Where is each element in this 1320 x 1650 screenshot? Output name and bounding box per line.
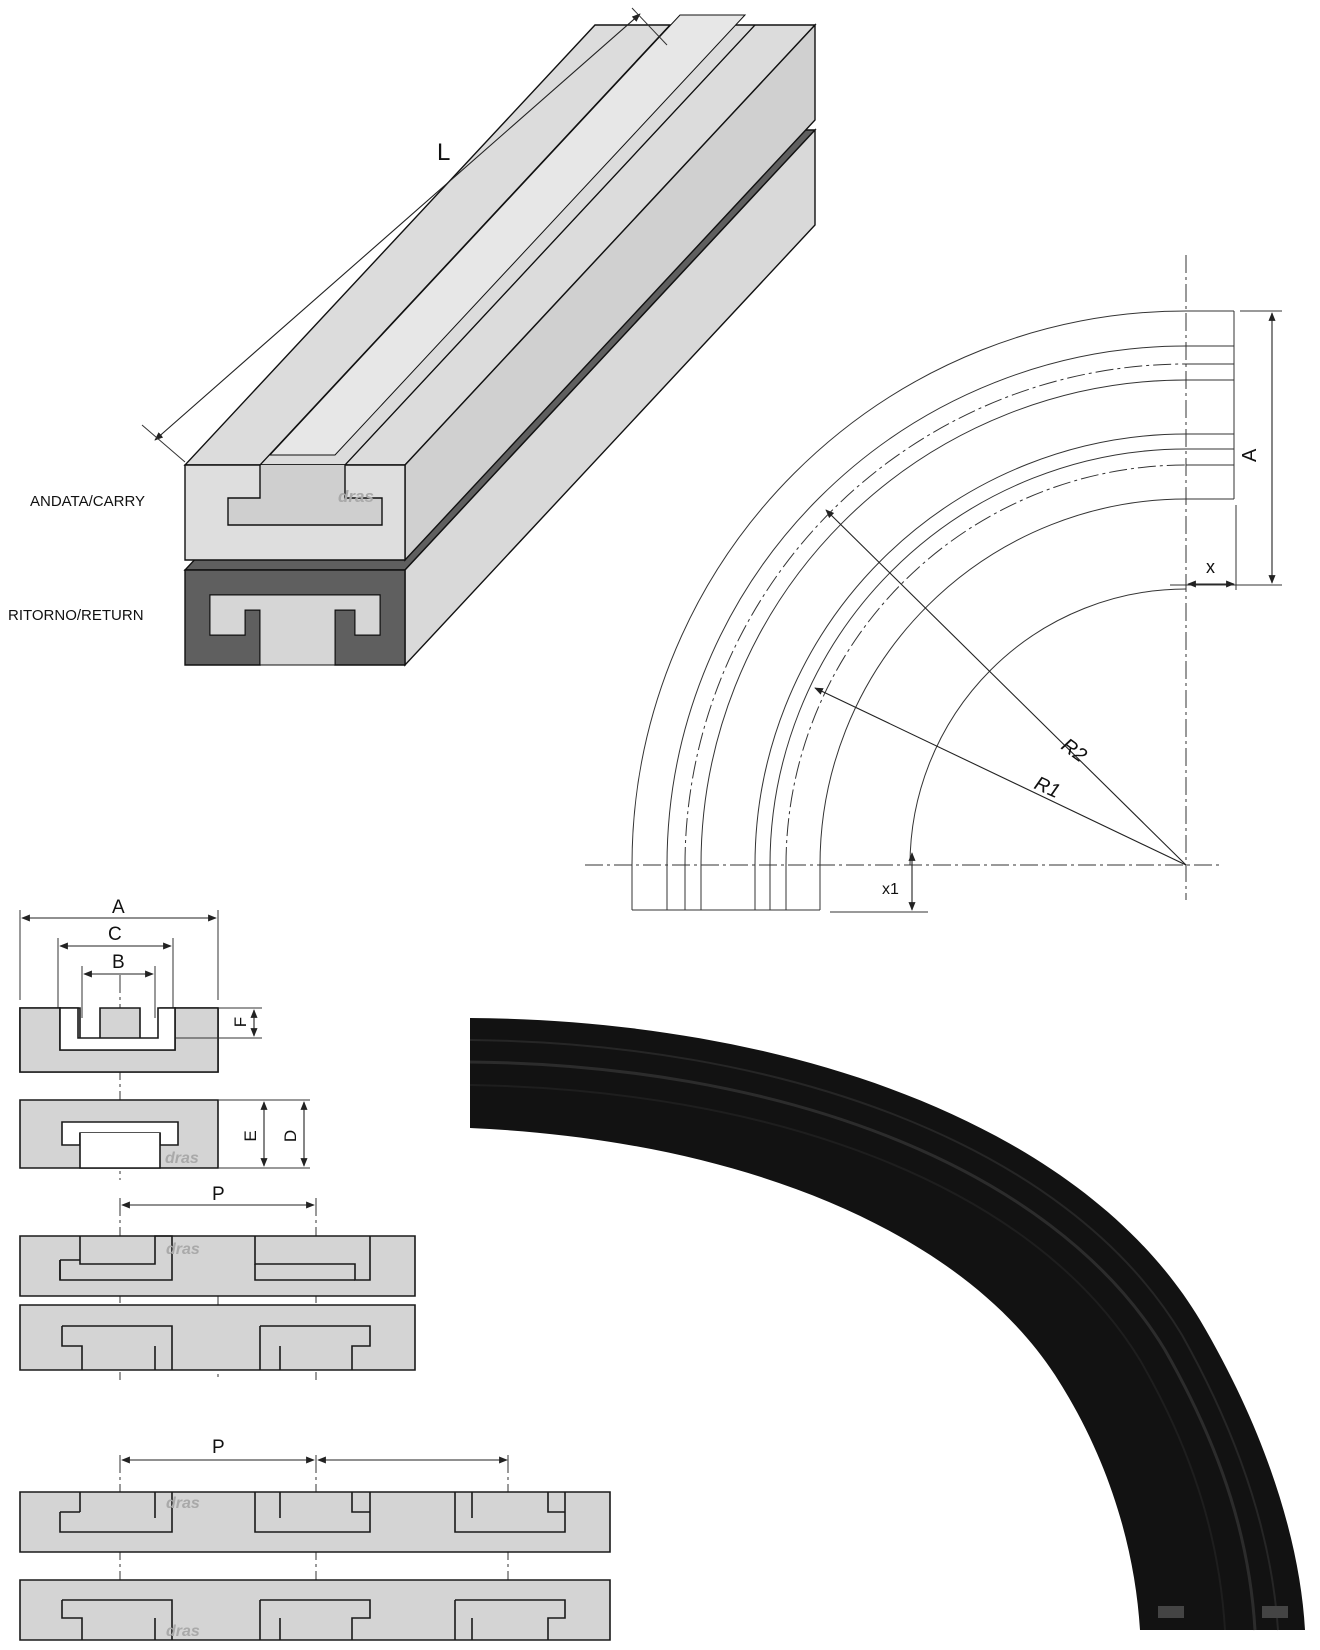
double-return-section [19,1304,416,1371]
a-dimension-label: A [1239,448,1261,462]
r1-label: R1 [1031,772,1063,803]
section-b-label: B [112,952,125,973]
brand-logo-triple-return: dras [166,1623,200,1640]
double-carry-section [19,1235,416,1297]
x-dimension-label: x [1206,557,1215,577]
brand-logo-carry: dras [338,487,374,506]
brand-logo-return: dras [165,1150,199,1167]
curved-guide-body [470,1018,1305,1630]
brand-logo-triple-carry: dras [166,1495,200,1512]
carry-label: ANDATA/CARRY [30,493,145,510]
curved-guide-photo [469,1018,1305,1631]
triple-return-section [19,1579,611,1641]
r2-label: R2 [1057,734,1091,767]
section-c-label: C [108,924,122,945]
section-d-label: D [281,1130,300,1142]
section-e-label: E [241,1130,260,1141]
return-label: RITORNO/RETURN [8,607,144,624]
pitch-label-double: P [212,1184,225,1205]
section-a-label: A [112,897,125,918]
triple-carry-section [19,1491,611,1553]
curve-plan-view: R2 R1 A x x1 [585,255,1282,913]
length-label: L [437,139,450,166]
x1-dimension-label: x1 [882,881,899,898]
isometric-guide-view: dras L ANDATA/CARRY RITORNO/RETURN [8,7,817,667]
section-f-label: F [231,1017,250,1027]
pitch-label-triple: P [212,1437,225,1458]
cross-section-views: A C B F dras E D P [19,897,611,1641]
brand-logo-double-carry: dras [166,1241,200,1258]
